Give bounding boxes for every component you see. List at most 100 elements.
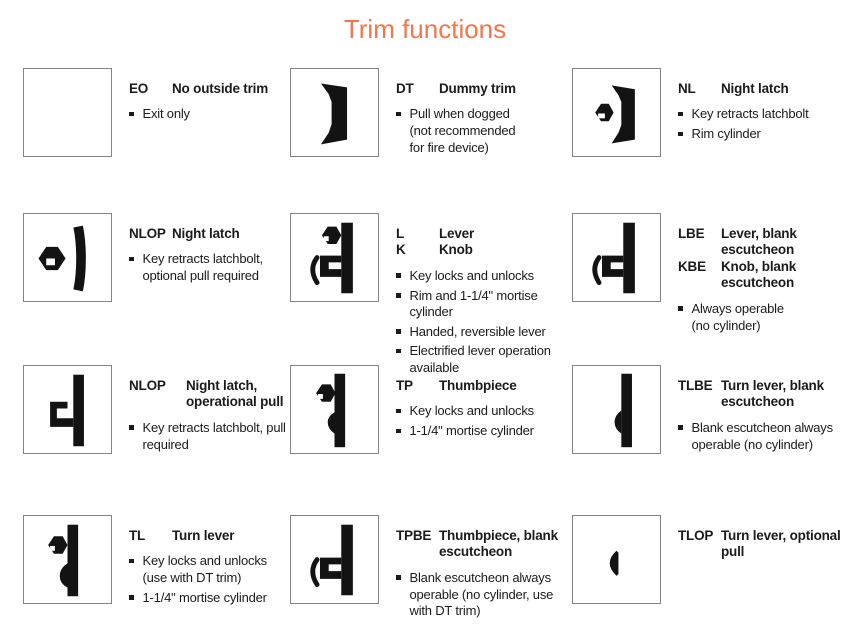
bullet-item: Rim cylinder bbox=[678, 126, 850, 143]
bullet-text: Handed, reversible lever bbox=[409, 323, 546, 339]
bullet-square-icon bbox=[396, 111, 401, 117]
tile-text: TPBE Thumbpiece, blank escutcheon Blank … bbox=[396, 515, 571, 623]
trim-tile-tpbe: TPBE Thumbpiece, blank escutcheon Blank … bbox=[290, 515, 571, 623]
bullet-list: Blank escutcheon always operable (no cyl… bbox=[396, 570, 568, 620]
bullet-list: Pull when dogged (not recommended for fi… bbox=[396, 106, 524, 156]
bullet-text: Key locks and unlocks bbox=[409, 403, 535, 419]
bullet-item: Key locks and unlocks (use with DT trim) bbox=[129, 553, 287, 586]
trim-tile-eo: EO No outside trim Exit only bbox=[23, 68, 301, 157]
bullet-text: Key retracts latchbolt, pull required bbox=[142, 419, 286, 452]
thumbpiece-blank-escutcheon-icon bbox=[310, 524, 353, 596]
lever-blank-escutcheon-icon bbox=[592, 222, 635, 294]
bullet-text: Exit only bbox=[142, 106, 191, 122]
trim-tile-dt: DT Dummy trim Pull when dogged (not reco… bbox=[290, 68, 524, 159]
trim-name: Thumbpiece, blank escutcheon bbox=[439, 528, 558, 560]
bullet-square-icon bbox=[396, 329, 401, 334]
bullet-square-icon bbox=[396, 348, 401, 354]
bullet-square-icon bbox=[678, 111, 683, 117]
trim-name: Lever, blank escutcheon bbox=[721, 226, 797, 258]
tile-text: NLOP Night latch, operational pull Key r… bbox=[129, 365, 318, 456]
trim-name: No outside trim bbox=[172, 81, 269, 96]
trim-code: EO bbox=[129, 81, 149, 96]
tile-text: TLBE Turn lever, blank escutcheon Blank … bbox=[678, 365, 850, 456]
trim-name: Turn lever, optional pull bbox=[721, 528, 841, 560]
trim-header: TP Thumbpiece bbox=[396, 378, 568, 394]
bullet-text: Blank escutcheon always operable (no cyl… bbox=[691, 419, 834, 452]
operational-pull-plate-icon bbox=[50, 374, 84, 447]
trim-header: NLOP Night latch, operational pull bbox=[129, 378, 318, 411]
trim-code: DT bbox=[396, 81, 414, 96]
trim-tile-tl: TL Turn lever Key locks and unlocks (use… bbox=[23, 515, 287, 609]
bullet-list: Always operable (no cylinder) bbox=[678, 301, 796, 334]
trim-icon-box bbox=[290, 68, 379, 157]
trim-name: Turn lever bbox=[172, 528, 235, 543]
trim-tile-tlop: TLOP Turn lever, optional pull bbox=[572, 515, 850, 604]
trim-icon-box bbox=[572, 68, 661, 157]
bullet-square-icon bbox=[396, 273, 401, 278]
trim-code: NLOP bbox=[129, 226, 166, 241]
bullet-square-icon bbox=[129, 256, 134, 262]
bullet-list: Blank escutcheon always operable (no cyl… bbox=[678, 420, 850, 453]
trim-tile-tp: TP Thumbpiece Key locks and unlocks 1-1/… bbox=[290, 365, 568, 454]
door-pull-icon bbox=[320, 83, 348, 145]
bullet-list: Key locks and unlocks (use with DT trim)… bbox=[129, 553, 287, 606]
trim-icon-box bbox=[23, 515, 112, 604]
trim-code: LBE bbox=[678, 226, 705, 241]
bullet-item: 1-1/4" mortise cylinder bbox=[129, 590, 287, 607]
bullet-square-icon bbox=[129, 595, 134, 600]
trim-header: TL Turn lever bbox=[129, 528, 287, 544]
trim-code: NLOP bbox=[129, 378, 166, 393]
bullet-list: Key retracts latchbolt, pull required bbox=[129, 420, 301, 453]
bullet-text: 1-1/4" mortise cylinder bbox=[409, 423, 534, 439]
trim-icon-box bbox=[290, 213, 379, 302]
tile-text: EO No outside trim Exit only bbox=[129, 68, 301, 126]
trim-header: TLBE Turn lever, blank escutcheon bbox=[678, 378, 850, 411]
trim-header: L Lever bbox=[396, 226, 568, 242]
bullet-text: Always operable (no cylinder) bbox=[691, 300, 785, 333]
turn-lever-blank-escutcheon-icon bbox=[614, 373, 632, 448]
bullet-item: Key locks and unlocks bbox=[396, 403, 568, 420]
bullet-list: Key locks and unlocks Rim and 1-1/4" mor… bbox=[396, 268, 568, 377]
trim-icon-box bbox=[23, 68, 112, 157]
bullet-square-icon bbox=[678, 131, 683, 137]
trim-name: Knob bbox=[439, 242, 473, 258]
bullet-square-icon bbox=[396, 428, 401, 434]
trim-name: Lever bbox=[439, 226, 475, 241]
trim-icon-box bbox=[572, 365, 661, 454]
trim-tile-nl: NL Night latch Key retracts latchbolt Ri… bbox=[572, 68, 850, 157]
trim-icon-box bbox=[290, 515, 379, 604]
trim-name: Night latch, operational pull bbox=[186, 378, 284, 410]
trim-code: TLOP bbox=[678, 528, 714, 543]
thumbpiece-with-cylinder-icon bbox=[316, 373, 346, 448]
bullet-text: Key locks and unlocks (use with DT trim) bbox=[142, 553, 268, 586]
bullet-text: Rim cylinder bbox=[691, 126, 761, 142]
empty-box-icon bbox=[24, 69, 111, 156]
bullet-item: Rim and 1-1/4" mortise cylinder bbox=[396, 288, 568, 321]
bullet-item: Pull when dogged (not recommended for fi… bbox=[396, 106, 524, 156]
bullet-text: Key retracts latchbolt, optional pull re… bbox=[142, 251, 264, 284]
bullet-square-icon bbox=[396, 408, 401, 414]
trim-code: NL bbox=[678, 81, 696, 96]
trim-tile-lbe-kbe: LBE Lever, blank escutcheon KBE Knob, bl… bbox=[572, 213, 850, 337]
trim-code: L bbox=[396, 226, 405, 241]
bullet-square-icon bbox=[129, 111, 134, 117]
trim-name: Night latch bbox=[721, 81, 789, 96]
trim-code: KBE bbox=[678, 258, 706, 274]
bullet-item: 1-1/4" mortise cylinder bbox=[396, 423, 568, 440]
bullet-item: Always operable (no cylinder) bbox=[678, 301, 796, 334]
bullet-item: Handed, reversible lever bbox=[396, 324, 568, 341]
trim-code: TL bbox=[129, 528, 146, 543]
bullet-text: 1-1/4" mortise cylinder bbox=[142, 589, 267, 605]
trim-code: TLBE bbox=[678, 378, 713, 393]
trim-header: EO No outside trim bbox=[129, 81, 301, 97]
bullet-item: Blank escutcheon always operable (no cyl… bbox=[678, 420, 850, 453]
trim-name: Turn lever, blank escutcheon bbox=[721, 378, 824, 410]
trim-code: TPBE bbox=[396, 528, 432, 543]
trim-tile-nlop: NLOP Night latch Key retracts latchbolt,… bbox=[23, 213, 301, 302]
trim-icon-box bbox=[23, 213, 112, 302]
trim-name: Knob, blank escutcheon bbox=[721, 258, 797, 291]
trim-header: TPBE Thumbpiece, blank escutcheon bbox=[396, 528, 571, 561]
trim-code: K bbox=[396, 242, 406, 258]
bullet-square-icon bbox=[678, 306, 683, 311]
